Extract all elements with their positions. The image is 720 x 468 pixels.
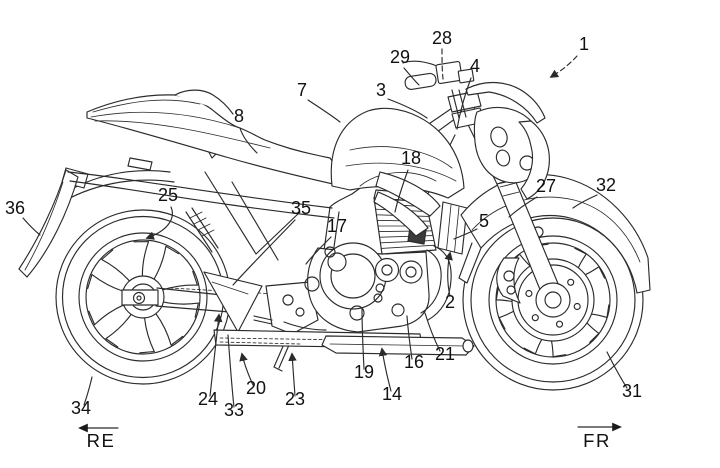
ref-label-20: 20 — [246, 378, 266, 398]
leader-line-23 — [288, 352, 297, 397]
rear-shock — [185, 207, 219, 253]
ref-label-34: 34 — [71, 398, 91, 418]
ref-label-4: 4 — [470, 56, 480, 76]
direction-label-fr: FR — [583, 430, 611, 451]
leader-line-31 — [606, 351, 628, 389]
ref-label-29: 29 — [390, 47, 410, 67]
leader-line-20 — [239, 352, 254, 386]
ref-label-36: 36 — [5, 198, 25, 218]
engine — [304, 189, 437, 333]
fuel-tank — [330, 107, 465, 199]
ref-label-28: 28 — [432, 28, 452, 48]
tail-seat — [86, 89, 343, 187]
leader-line-32 — [572, 194, 598, 209]
ref-label-1: 1 — [579, 34, 589, 54]
ref-label-17: 17 — [327, 216, 347, 236]
ref-label-32: 32 — [596, 175, 616, 195]
radiator — [437, 201, 468, 255]
chain-cover — [203, 271, 263, 333]
leader-line-2 — [444, 251, 453, 297]
ref-label-24: 24 — [198, 389, 218, 409]
brake-caliper — [496, 257, 521, 304]
front-hub — [535, 282, 571, 318]
leader-line-17 — [305, 236, 332, 265]
leader-line-18 — [394, 169, 409, 213]
leader-line-27 — [508, 196, 538, 218]
leader-line-34 — [83, 376, 93, 406]
ref-label-14: 14 — [382, 384, 402, 404]
leader-line-16 — [406, 315, 413, 360]
rear-fender-flap — [18, 167, 89, 278]
leader-line-8 — [239, 127, 258, 154]
ref-label-5: 5 — [479, 211, 489, 231]
direction-arrows: RE FR — [78, 422, 622, 451]
direction-label-re: RE — [87, 430, 116, 451]
ref-label-16: 16 — [404, 352, 424, 372]
leader-line-24 — [209, 313, 223, 397]
leader-line-7 — [307, 99, 341, 123]
ref-label-23: 23 — [285, 389, 305, 409]
headlight-cowl — [465, 82, 550, 200]
ref-label-8: 8 — [234, 106, 244, 126]
leader-line-28 — [441, 48, 444, 80]
ref-label-2: 2 — [445, 292, 455, 312]
ref-label-18: 18 — [401, 148, 421, 168]
ref-label-27: 27 — [536, 176, 556, 196]
leader-line-33 — [227, 334, 235, 408]
side-shroud — [373, 171, 441, 237]
leader-line-25 — [145, 206, 173, 240]
ref-label-21: 21 — [435, 344, 455, 364]
rear-axle-adjuster — [121, 289, 159, 306]
ref-label-31: 31 — [622, 381, 642, 401]
leader-line-14 — [378, 347, 392, 392]
leader-line-36 — [22, 217, 41, 236]
leader-line-5 — [453, 228, 478, 240]
exhaust — [321, 245, 475, 356]
leader-line-1 — [549, 55, 578, 78]
ref-label-33: 33 — [224, 400, 244, 420]
ref-label-35: 35 — [291, 198, 311, 218]
leader-line-4 — [456, 77, 472, 130]
leader-line-29 — [403, 67, 420, 86]
leader-line-21 — [424, 312, 441, 352]
subframe — [67, 127, 335, 261]
ref-label-25: 25 — [158, 185, 178, 205]
footrest-bracket — [253, 281, 327, 372]
ref-label-19: 19 — [354, 362, 374, 382]
leader-line-35 — [232, 219, 296, 286]
ref-label-3: 3 — [376, 80, 386, 100]
ref-label-7: 7 — [297, 80, 307, 100]
leader-line-19 — [361, 307, 365, 370]
leader-line-3 — [387, 98, 428, 119]
